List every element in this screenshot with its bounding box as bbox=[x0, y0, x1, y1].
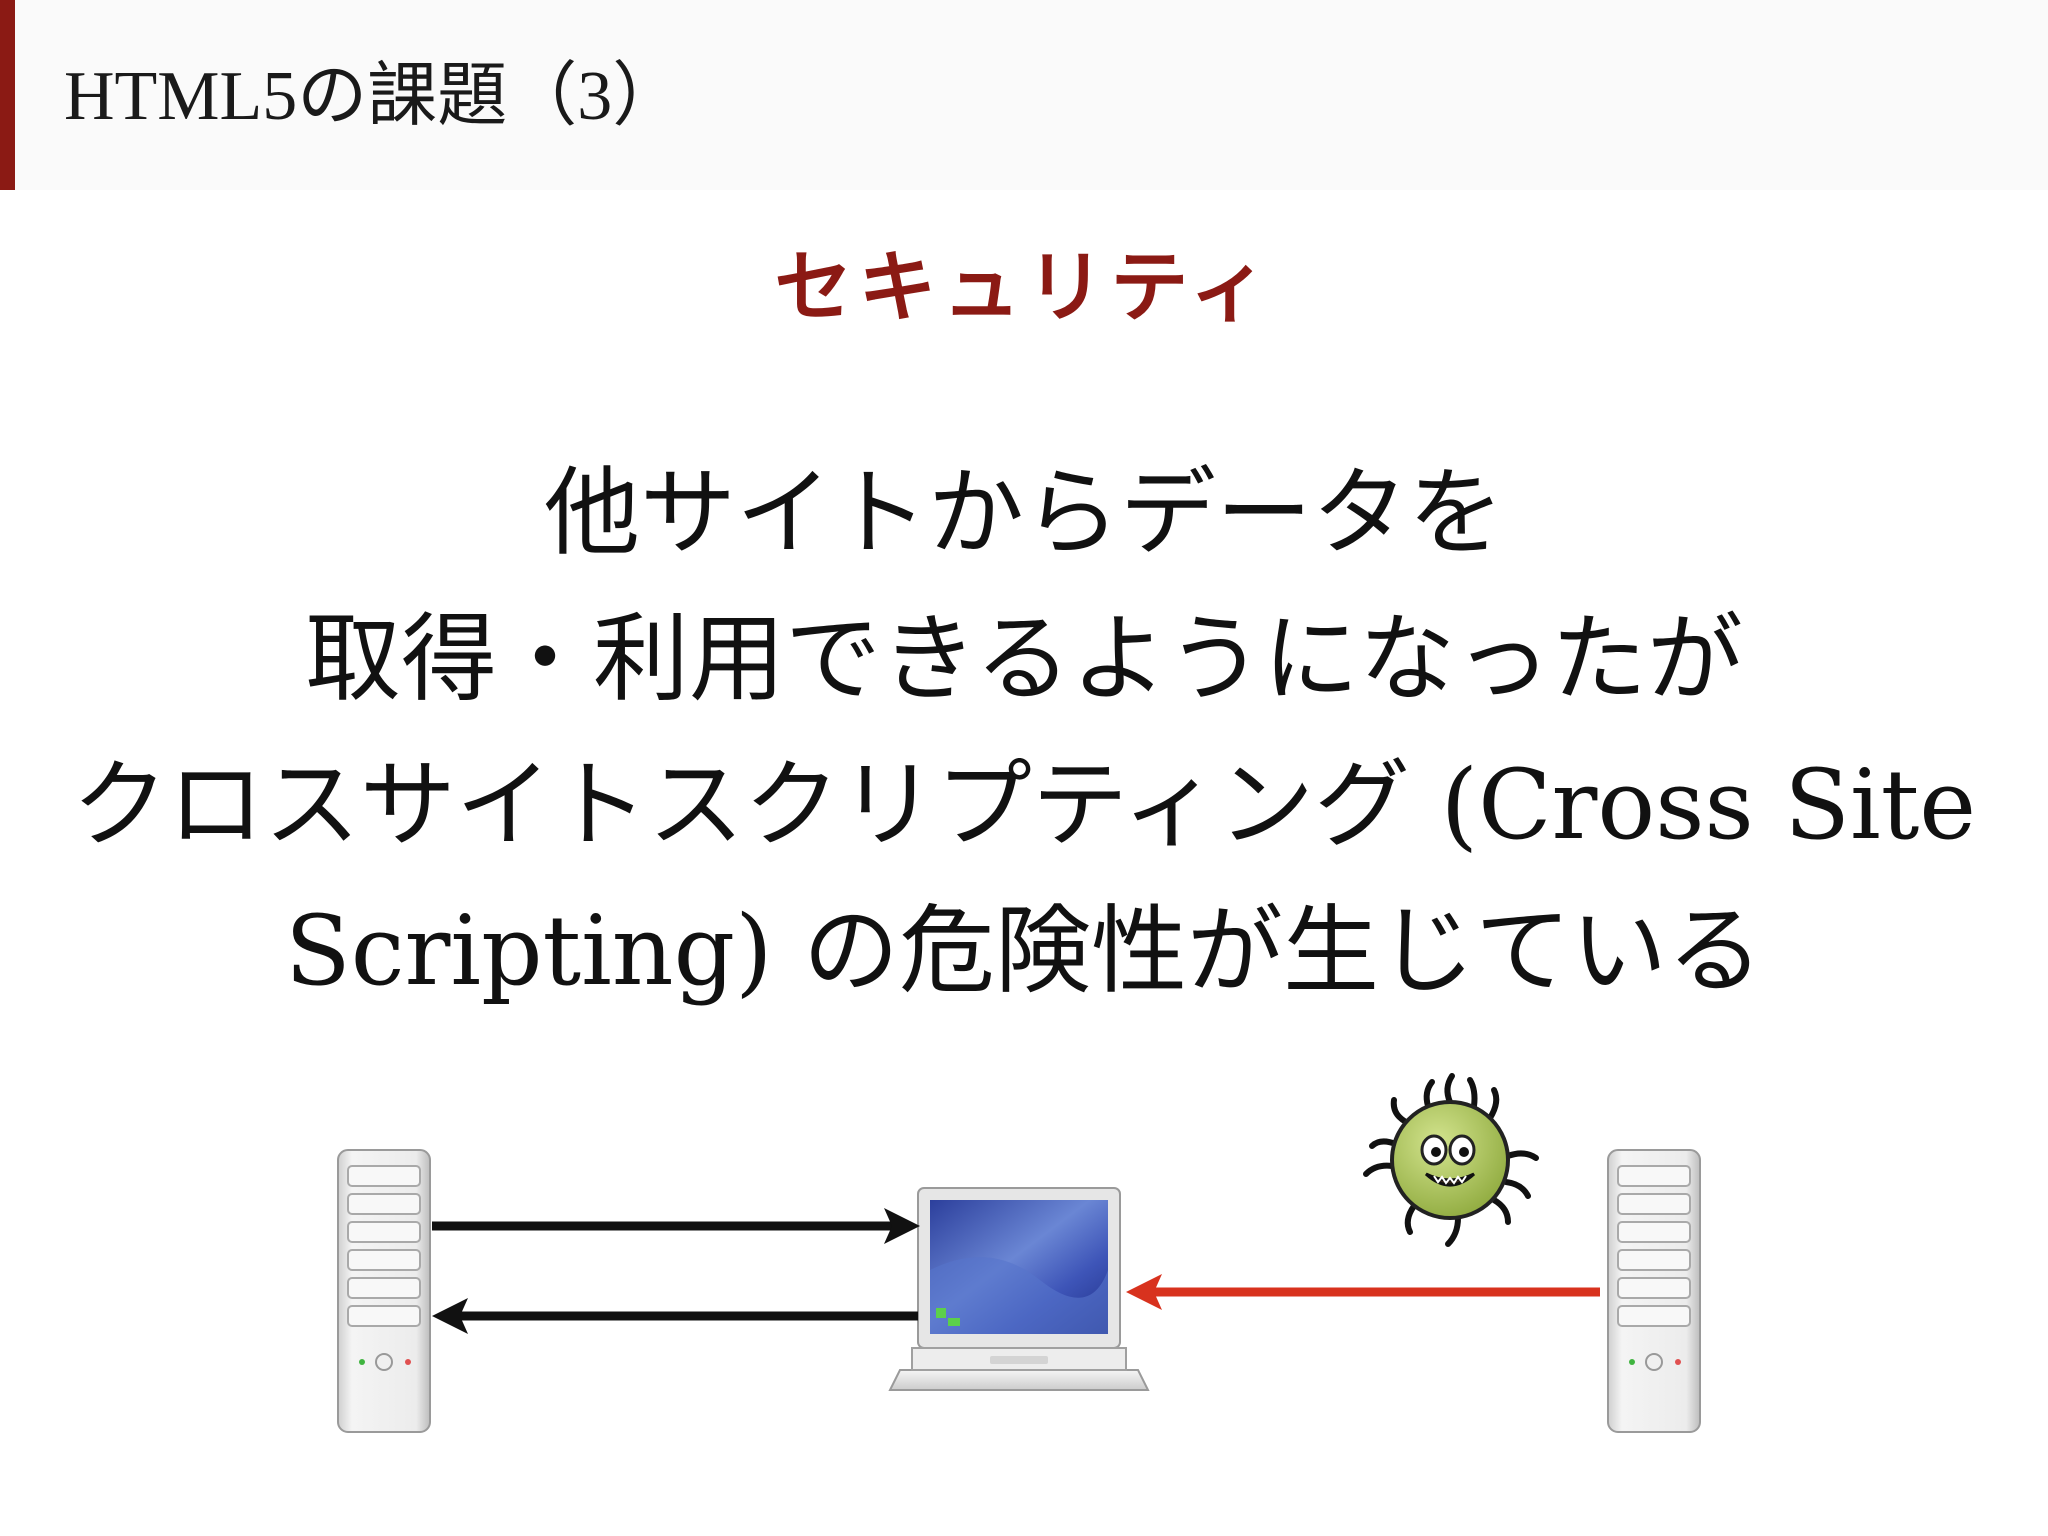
right-server-icon bbox=[1607, 1149, 1701, 1433]
arrow-malicious-to-laptop bbox=[1126, 1274, 1600, 1310]
body-line-2: 取得・利用できるようになったが bbox=[304, 603, 1744, 715]
arrow-server-to-laptop bbox=[432, 1208, 920, 1244]
slide-title: HTML5の課題（3） bbox=[64, 58, 683, 135]
accent-bar bbox=[0, 0, 15, 190]
body-line-4: Scripting) の危険性が生じている bbox=[284, 895, 1764, 1007]
header-band bbox=[0, 0, 2048, 190]
body-text: 他サイトからデータを 取得・利用できるようになったが クロスサイトスクリプティン… bbox=[0, 440, 2048, 1024]
diagram-svg bbox=[337, 1073, 1701, 1433]
laptop-icon bbox=[888, 1187, 1150, 1391]
body-line-1: 他サイトからデータを bbox=[544, 457, 1504, 569]
left-server-icon bbox=[337, 1149, 431, 1433]
section-subtitle: セキュリティ bbox=[774, 242, 1274, 333]
arrow-laptop-to-server bbox=[432, 1298, 918, 1334]
body-line-3: クロスサイトスクリプティング (Cross Site bbox=[71, 749, 1977, 861]
xss-diagram bbox=[0, 1040, 2048, 1500]
virus-icon bbox=[1363, 1073, 1539, 1247]
